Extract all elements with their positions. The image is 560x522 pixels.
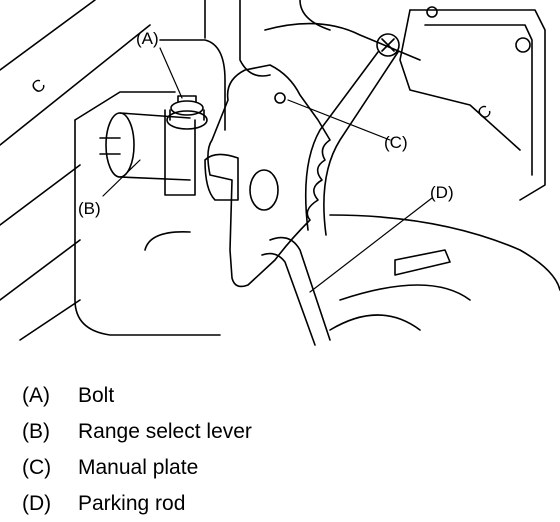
- bolt-a: [177, 95, 197, 103]
- legend-item: (A) Bolt: [22, 378, 252, 414]
- lower-housing: [339, 284, 471, 301]
- lever-housing: [74, 119, 221, 336]
- legend-code: (B): [22, 420, 50, 443]
- leader-line-c: [287, 99, 391, 141]
- manual-plate-hub: [249, 169, 279, 211]
- housing-hole: [426, 6, 438, 18]
- parking-rod-arm: [323, 51, 399, 236]
- manual-plate: [207, 64, 331, 288]
- housing-hole: [515, 37, 531, 53]
- housing-mark-left: C: [28, 75, 50, 97]
- parking-rod-arm: [304, 51, 379, 231]
- lever-housing: [159, 39, 226, 131]
- range-select-lever: [119, 112, 191, 119]
- legend-item: (B) Range select lever: [22, 414, 252, 450]
- upper-housing: [264, 22, 421, 61]
- right-housing: [424, 24, 533, 176]
- manual-plate-diagram: (A) (B) (C) (D) C C: [0, 0, 560, 346]
- bolt-a: [166, 110, 208, 130]
- callout-legend: (A) Bolt (B) Range select lever (C) Manu…: [22, 378, 252, 522]
- lower-housing: [329, 214, 560, 291]
- lower-housing: [394, 249, 451, 276]
- legend-item: (D) Parking rod: [22, 486, 252, 522]
- lever-housing: [144, 231, 191, 251]
- housing-edge: [0, 239, 81, 301]
- housing-edge: [0, 164, 81, 226]
- range-select-lever: [119, 176, 191, 181]
- callout-c: (C): [384, 133, 408, 152]
- housing-edge: [0, 24, 151, 146]
- leader-line-b: [102, 159, 141, 197]
- leader-line-d: [309, 197, 433, 293]
- callout-b: (B): [78, 199, 101, 218]
- bolt-a: [169, 109, 205, 121]
- legend-code: (D): [22, 492, 52, 515]
- upper-bolt: [381, 38, 395, 52]
- legend-item: (C) Manual plate: [22, 450, 252, 486]
- legend-label: Range select lever: [78, 420, 252, 443]
- legend-label: Bolt: [78, 384, 115, 407]
- legend-code: (A): [22, 384, 50, 407]
- manual-plate: [204, 153, 239, 201]
- right-housing: [409, 9, 546, 201]
- legend-label: Manual plate: [78, 456, 199, 479]
- leader-line-a: [159, 47, 183, 99]
- callout-d: (D): [430, 183, 454, 202]
- range-select-lever: [99, 137, 121, 155]
- upper-bolt: [376, 33, 400, 57]
- range-select-lever: [164, 109, 196, 196]
- lever-housing: [74, 91, 176, 121]
- callout-a: (A): [136, 29, 159, 48]
- upper-housing: [239, 0, 271, 77]
- parking-rod: [269, 236, 331, 341]
- right-housing: [399, 9, 521, 151]
- parking-rod: [261, 252, 316, 346]
- range-select-lever-end: [105, 112, 135, 178]
- upper-housing: [299, 0, 331, 31]
- legend-code: (C): [22, 456, 52, 479]
- manual-plate-hole: [274, 92, 286, 104]
- legend-label: Parking rod: [78, 492, 186, 515]
- housing-edge: [19, 299, 81, 341]
- lower-housing: [329, 314, 421, 331]
- bolt-a: [170, 100, 204, 116]
- housing-edge: [0, 0, 96, 71]
- housing-mark-right: C: [474, 101, 496, 123]
